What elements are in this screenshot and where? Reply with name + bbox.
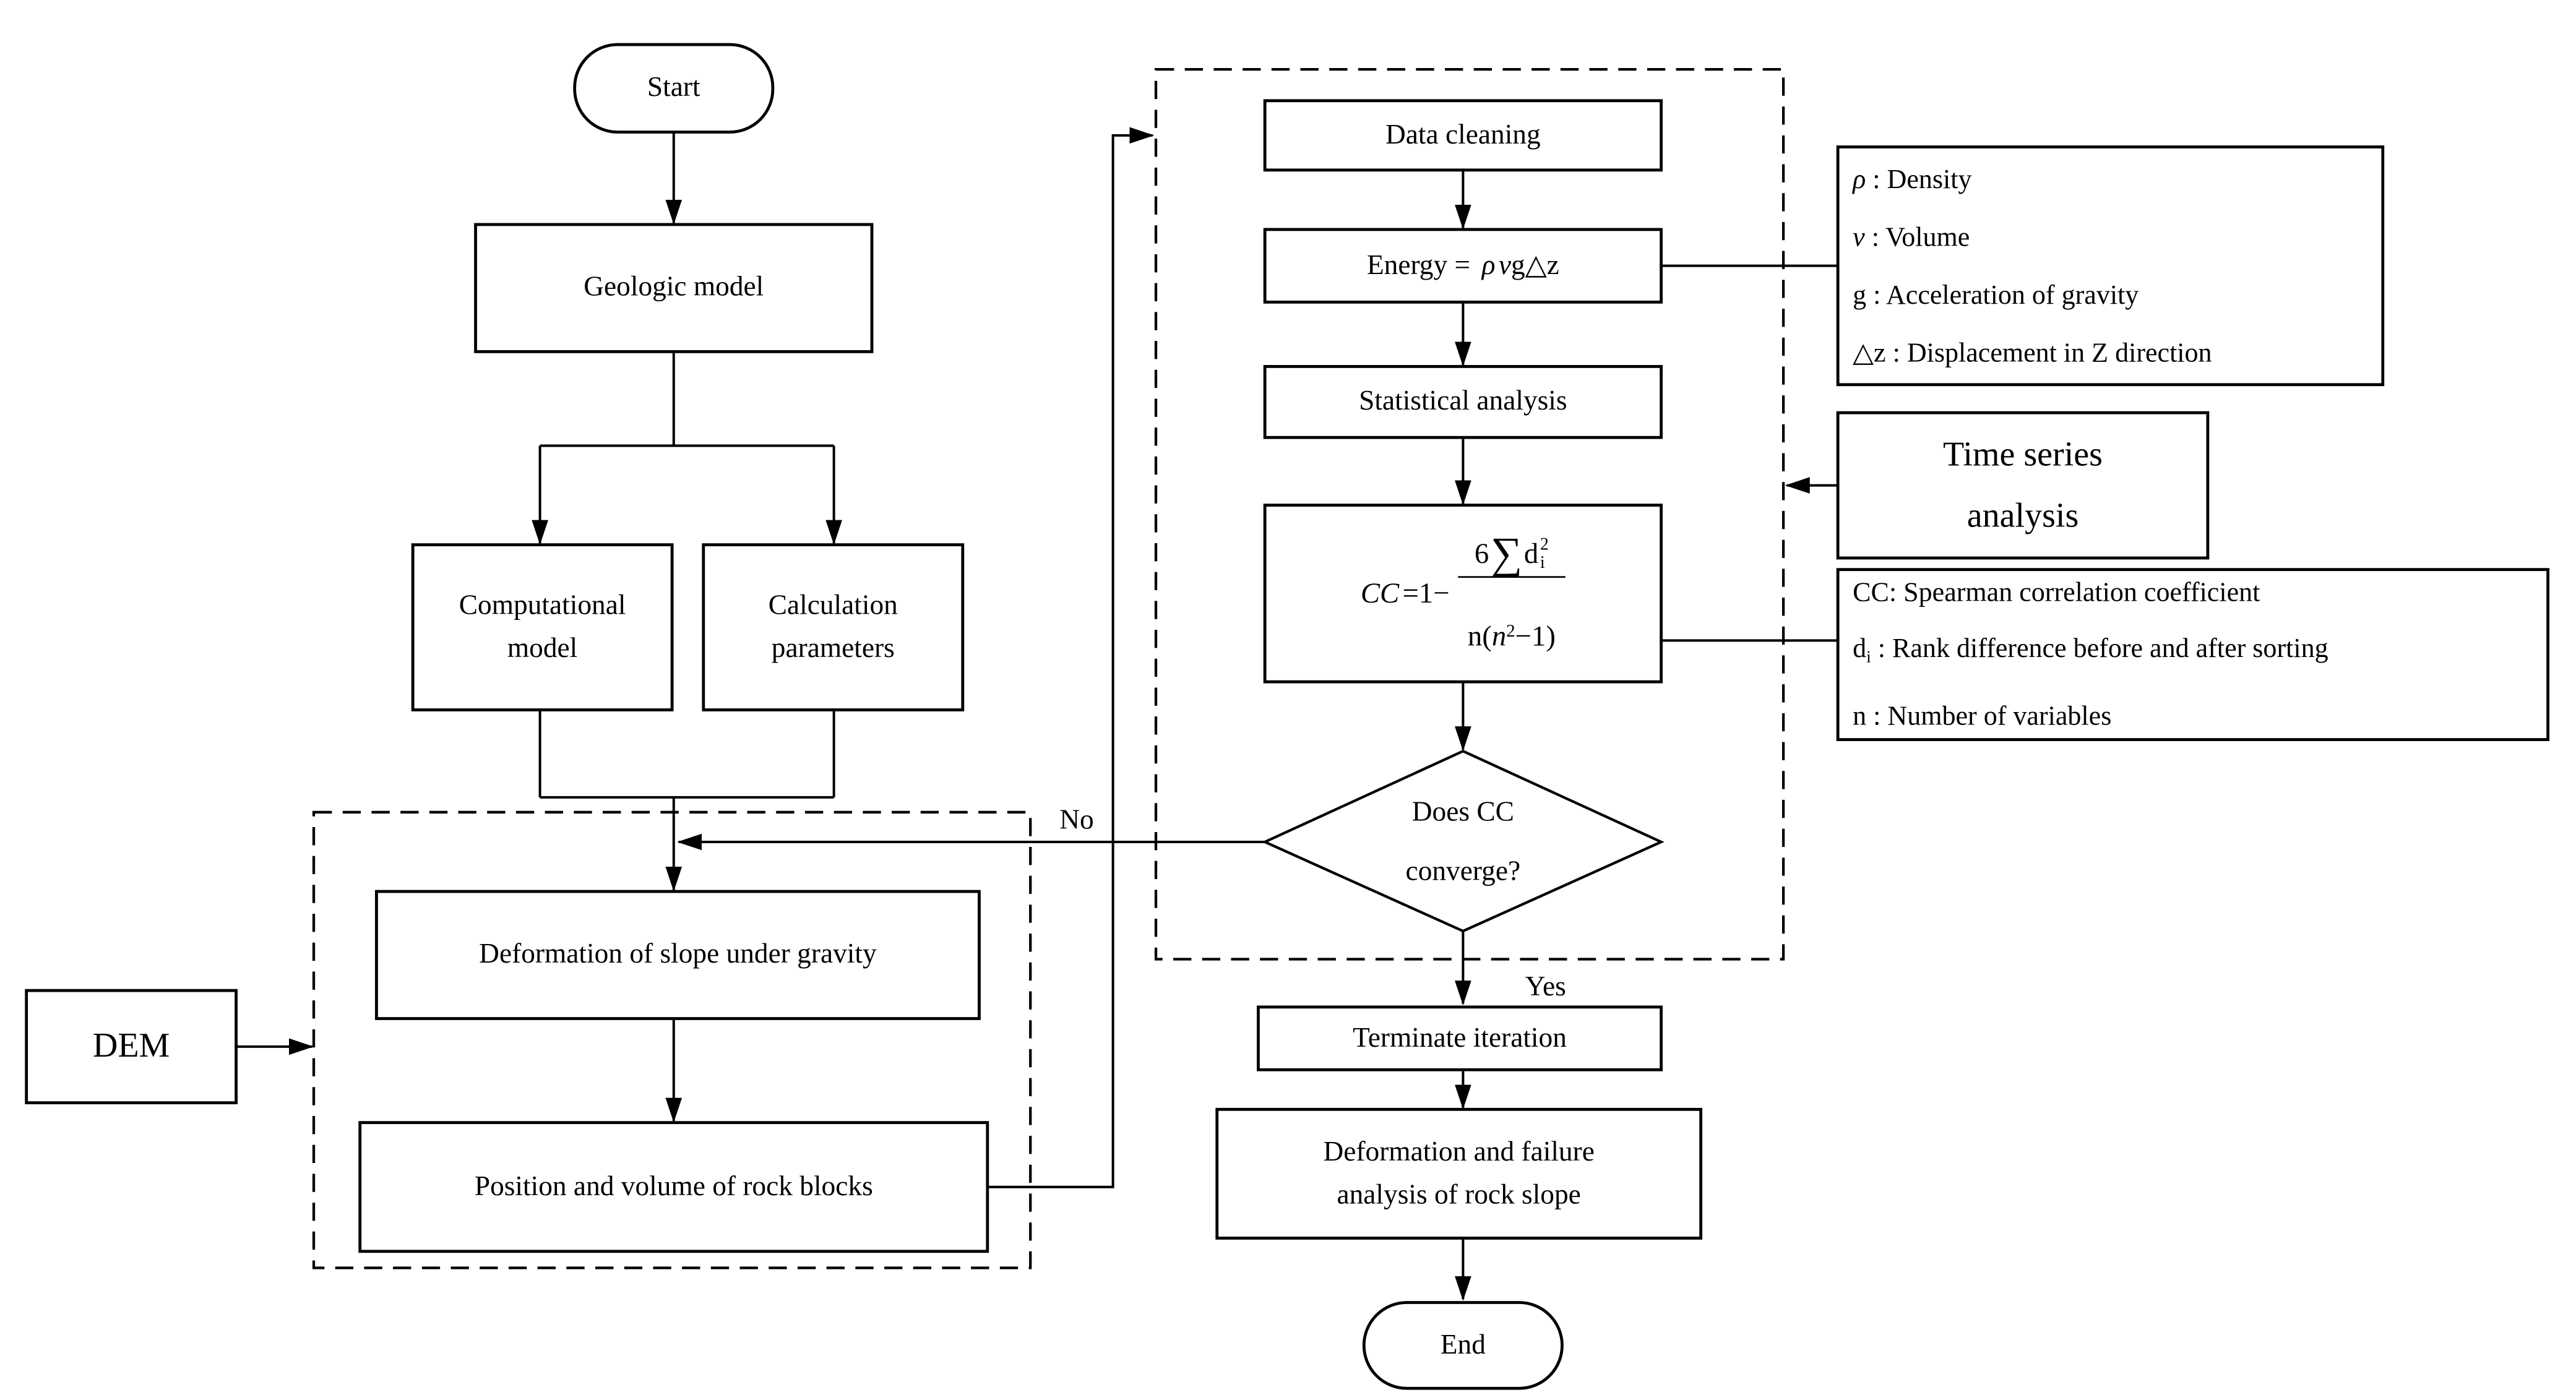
calculation-parameters-label: Calculation parameters [768,588,898,664]
legend-line-volume: v : Volume [1853,208,2383,265]
edge-models-junction [538,710,835,799]
cc-den-pre: n( [1467,619,1492,653]
legend-line-n: n : Number of variables [1853,688,2548,744]
computational-model-box [411,543,674,711]
cc-legend-box [1836,568,2550,741]
n-symbol: n [1853,699,1867,731]
terminate-iteration-box [1257,1005,1663,1071]
end-terminator-shape [1362,1301,1564,1390]
cc-num-sup: 2 [1540,536,1549,554]
edge-position-loop-datacleaning [987,127,1155,1188]
legend-line-gravity: g : Acceleration of gravity [1853,266,2383,324]
cc-legend: CC: Spearman correlation coefficient di … [1838,570,2548,740]
dem-label: DEM [92,1026,170,1066]
edge-geologic-split [540,351,834,447]
cc-den-sup: 2 [1506,621,1515,642]
position-volume-box [358,1121,989,1253]
g-symbol: g [1853,278,1867,311]
delta-z-symbol: △z [1853,337,1886,369]
calculation-parameters-box [702,543,965,711]
energy-legend: ρ : Density v : Volume g : Acceleration … [1838,147,2383,385]
cc-den-post: −1) [1515,619,1556,653]
data-cleaning-box [1263,99,1663,172]
legend-line-displacement: △z : Displacement in Z direction [1853,324,2383,381]
cc-numerator: 6 ∑ d 2 i [1466,528,1557,578]
terminate-iteration-label: Terminate iteration [1353,1021,1567,1054]
end-label: End [1440,1329,1486,1360]
cc-den-var: n [1491,619,1507,653]
cc-denominator: n(n2−1) [1457,577,1566,655]
density-text: : Density [1866,163,1972,195]
energy-formula-label: Energy = ρ v g△z [1265,230,1661,302]
di-symbol: d [1853,633,1867,665]
no-branch-label: No [1059,804,1094,836]
start-terminator-shape [573,43,775,134]
data-cleaning-label: Data cleaning [1385,119,1541,150]
energy-legend-box [1836,145,2385,387]
cc-num-subsup: 2 i [1540,536,1549,573]
di-text: : Rank difference before and after sorti… [1871,633,2328,665]
cc-text: : Spearman correlation coefficient [1889,577,2260,609]
yes-branch-label: Yes [1525,971,1566,1002]
cc-mid: =1− [1402,576,1450,610]
position-volume-label: Position and volume of rock blocks [474,1170,873,1202]
legend-line-di: di : Rank difference before and after so… [1853,622,2548,688]
gravity-text: : Acceleration of gravity [1866,278,2139,311]
decision-diamond [1261,749,1665,933]
v-symbol: v [1853,221,1865,253]
geologic-model-box [474,223,874,353]
deformation-gravity-box [375,890,981,1020]
sigma-symbol: ∑ [1490,528,1523,578]
cc-num-var: d [1523,537,1539,570]
cc-num-sub: i [1540,554,1545,573]
legend-line-density: ρ : Density [1853,150,2383,208]
rho-symbol: ρ [1853,163,1866,195]
di-subscript: i [1866,650,1871,668]
volume-text: : Volume [1864,221,1970,253]
time-series-box [1836,411,2210,560]
cc-formula-box [1263,504,1663,684]
displacement-text: : Displacement in Z direction [1885,337,2212,369]
iteration-group-dashed-box [1154,67,1785,961]
def-failure-box [1215,1107,1703,1240]
decision-label: Does CC converge? [1405,795,1521,886]
energy-rho-symbol: ρ [1481,249,1496,281]
energy-v-symbol: v [1498,249,1512,281]
cc-fraction: 6 ∑ d 2 i n(n2−1) [1457,528,1566,655]
start-label: Start [647,71,700,103]
deformation-gravity-label: Deformation of slope under gravity [479,938,877,970]
cc-lhs: CC [1360,576,1400,610]
statistical-analysis-box [1263,365,1663,439]
energy-prefix: Energy = [1366,249,1471,281]
dem-box [25,989,238,1105]
n-text: : Number of variables [1866,699,2112,731]
statistical-analysis-label: Statistical analysis [1359,385,1567,417]
dem-group-dashed-box [312,810,1032,1269]
energy-formula-box [1263,228,1663,304]
time-series-label: Time series analysis [1943,434,2103,535]
legend-line-cc: CC: Spearman correlation coefficient [1853,565,2548,622]
cc-formula-label: CC =1− 6 ∑ d 2 i n(n2−1) [1265,505,1661,682]
energy-suffix: g△z [1511,249,1559,281]
geologic-model-label: Geologic model [584,271,764,303]
def-failure-label: Deformation and failure analysis of rock… [1323,1135,1595,1211]
cc-symbol: CC [1853,577,1889,609]
computational-model-label: Computational model [459,588,626,664]
cc-num-coef: 6 [1474,537,1489,570]
